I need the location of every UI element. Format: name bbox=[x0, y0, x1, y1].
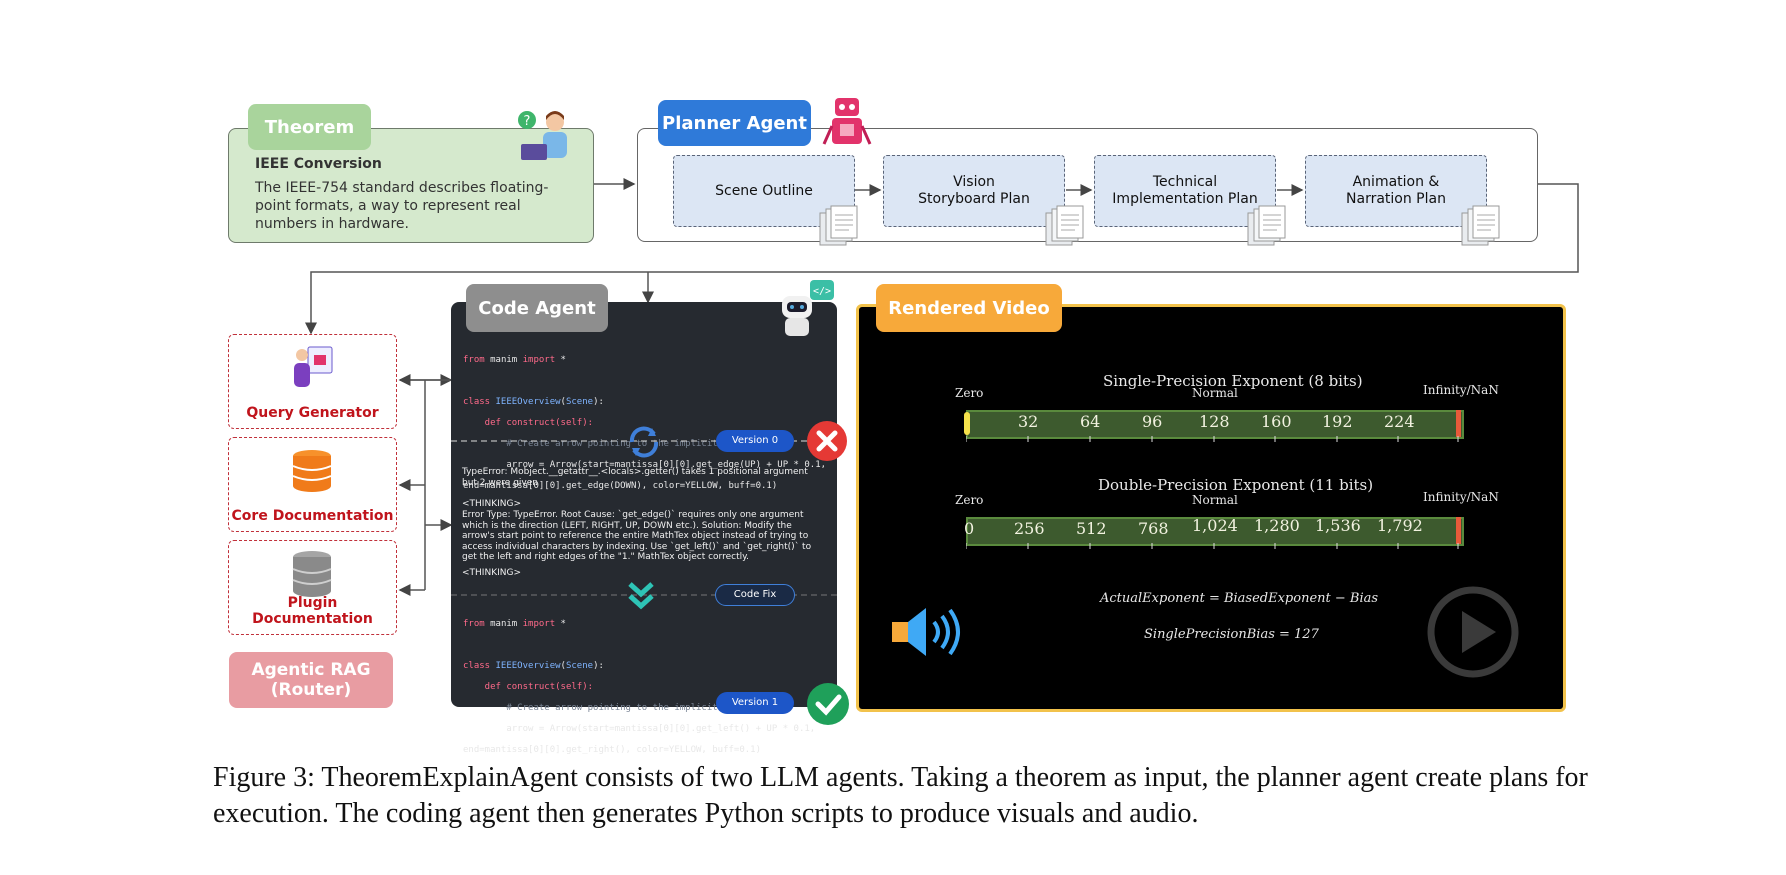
single-tick-marks bbox=[966, 436, 1459, 442]
single-tick-label: 64 bbox=[1080, 412, 1101, 431]
code-version-0: from manim import * class IEEEOverview(S… bbox=[463, 354, 827, 491]
error-message: TypeError: Mobject.__getattr__.<locals>.… bbox=[462, 467, 808, 488]
play-button-icon[interactable] bbox=[1426, 585, 1520, 679]
double-tick-label: 256 bbox=[1014, 519, 1045, 538]
double-tick-label: 512 bbox=[1076, 519, 1107, 538]
database-gray-icon bbox=[292, 551, 332, 597]
figure-caption: Figure 3: TheoremExplainAgent consists o… bbox=[213, 762, 1588, 829]
code-agent-tag: Code Agent bbox=[466, 284, 608, 332]
svg-text:?: ? bbox=[524, 114, 531, 129]
theorem-title: IEEE Conversion bbox=[255, 156, 382, 172]
code-version-1: from manim import * class IEEEOverview(S… bbox=[463, 618, 816, 755]
double-tick-label: 0 bbox=[964, 519, 975, 538]
single-tick-label: 192 bbox=[1322, 412, 1353, 431]
rag-core-documentation-label: Core Documentation bbox=[231, 508, 394, 524]
planner-tag: Planner Agent bbox=[658, 100, 811, 146]
single-inf-marker bbox=[1456, 410, 1461, 437]
document-icon bbox=[1045, 205, 1084, 246]
single-tick-label: 224 bbox=[1384, 412, 1415, 431]
document-icon bbox=[1247, 205, 1286, 246]
theorem-tag: Theorem bbox=[248, 104, 371, 150]
double-tick-label: 768 bbox=[1138, 519, 1169, 538]
double-tick-label: 1,024 bbox=[1192, 516, 1238, 535]
double-precision-title: Double-Precision Exponent (11 bits) bbox=[1098, 476, 1374, 494]
double-tick-label: 1,280 bbox=[1254, 516, 1300, 535]
single-inf-label: Infinity/NaN bbox=[1423, 383, 1499, 397]
single-normal-label: Normal bbox=[1192, 386, 1238, 400]
single-tick-label: 96 bbox=[1142, 412, 1163, 431]
single-zero-label: Zero bbox=[955, 386, 984, 400]
refresh-icon bbox=[629, 426, 659, 458]
single-tick-label: 32 bbox=[1018, 412, 1039, 431]
person-search-icon bbox=[294, 346, 333, 387]
rag-router-tag: Agentic RAG (Router) bbox=[229, 652, 393, 708]
robot-icon bbox=[822, 96, 872, 150]
double-normal-label: Normal bbox=[1192, 493, 1238, 507]
theorem-box: IEEE Conversion The IEEE-754 standard de… bbox=[228, 128, 594, 243]
database-orange-icon bbox=[292, 450, 332, 492]
double-chevron-down-icon bbox=[628, 582, 654, 610]
rag-plugin-documentation-label: Plugin Documentation bbox=[252, 595, 373, 627]
version-1-badge: Version 1 bbox=[716, 692, 794, 714]
error-x-icon bbox=[807, 421, 847, 461]
thinking-open-tag: <THINKING> bbox=[462, 499, 521, 509]
formula-single-bias: SinglePrecisionBias = 127 bbox=[1144, 627, 1319, 642]
rendered-video-tag: Rendered Video bbox=[876, 284, 1062, 332]
double-inf-label: Infinity/NaN bbox=[1423, 490, 1499, 504]
document-icon bbox=[819, 205, 858, 246]
rag-query-generator: Query Generator bbox=[228, 334, 397, 429]
document-icon bbox=[1461, 205, 1500, 246]
rag-query-generator-label: Query Generator bbox=[246, 405, 379, 421]
double-tick-marks bbox=[966, 543, 1459, 549]
success-check-icon bbox=[807, 683, 849, 725]
single-tick-label: 128 bbox=[1199, 412, 1230, 431]
double-exponent-bar bbox=[966, 517, 1464, 546]
coding-robot-icon: </> bbox=[774, 278, 838, 338]
rag-core-documentation: Core Documentation bbox=[228, 437, 397, 532]
single-tick-label: 160 bbox=[1261, 412, 1292, 431]
theorem-description: The IEEE-754 standard describes floating… bbox=[255, 180, 549, 232]
planner-step-animation-narration: Animation & Narration Plan bbox=[1305, 155, 1487, 227]
double-inf-marker bbox=[1456, 517, 1461, 544]
single-zero-marker bbox=[964, 412, 970, 435]
video-frame bbox=[856, 304, 1566, 712]
person-laptop-icon: ? bbox=[515, 108, 571, 164]
single-precision-title: Single-Precision Exponent (8 bits) bbox=[1103, 372, 1363, 390]
single-exponent-bar bbox=[966, 410, 1464, 439]
double-tick-label: 1,536 bbox=[1315, 516, 1361, 535]
code-fix-badge: Code Fix bbox=[715, 584, 795, 606]
svg-text:</>: </> bbox=[813, 286, 831, 297]
version-0-badge: Version 0 bbox=[716, 430, 794, 452]
planner-container bbox=[637, 128, 1538, 242]
thinking-body: Error Type: TypeError. Root Cause: `get_… bbox=[462, 510, 812, 562]
planner-step-technical-implementation: Technical Implementation Plan bbox=[1094, 155, 1276, 227]
planner-step-vision-storyboard: Vision Storyboard Plan bbox=[883, 155, 1065, 227]
double-tick-label: 1,792 bbox=[1377, 516, 1423, 535]
rag-plugin-documentation: Plugin Documentation bbox=[228, 540, 397, 635]
double-zero-label: Zero bbox=[955, 493, 984, 507]
thinking-close-tag: <THINKING> bbox=[462, 568, 521, 578]
speaker-icon bbox=[892, 608, 960, 656]
formula-actual-exponent: ActualExponent = BiasedExponent − Bias bbox=[1100, 591, 1379, 606]
code-agent-panel bbox=[451, 302, 837, 707]
